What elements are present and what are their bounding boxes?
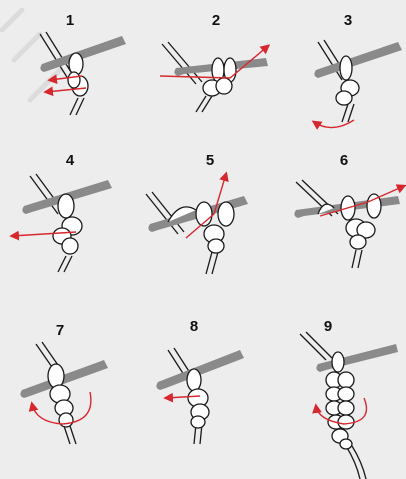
step-5-illustration: [146, 174, 248, 274]
step-number-9: 9: [318, 318, 338, 335]
crochet-hook-icon: [316, 344, 398, 372]
step-4-illustration: [12, 174, 112, 272]
step-1-illustration: [40, 32, 126, 115]
step-7-illustration: [20, 342, 108, 444]
step-2-illustration: [160, 42, 268, 112]
yarn-loops: [318, 194, 381, 249]
step-number-6: 6: [334, 152, 354, 169]
yarn-loops: [168, 202, 234, 253]
step-number-5: 5: [200, 152, 220, 169]
step-number-3: 3: [338, 12, 358, 29]
step-number-1: 1: [60, 12, 80, 29]
step-number-4: 4: [60, 152, 80, 169]
step-number-8: 8: [184, 318, 204, 335]
crochet-hook-icon: [314, 42, 402, 78]
step-number-2: 2: [206, 12, 226, 29]
yarn-loops: [187, 369, 209, 428]
step-8-illustration: [156, 348, 244, 444]
step-6-illustration: [294, 180, 404, 268]
step-3-illustration: [314, 40, 402, 128]
step-number-7: 7: [50, 322, 70, 339]
step-9-illustration: [300, 332, 398, 479]
